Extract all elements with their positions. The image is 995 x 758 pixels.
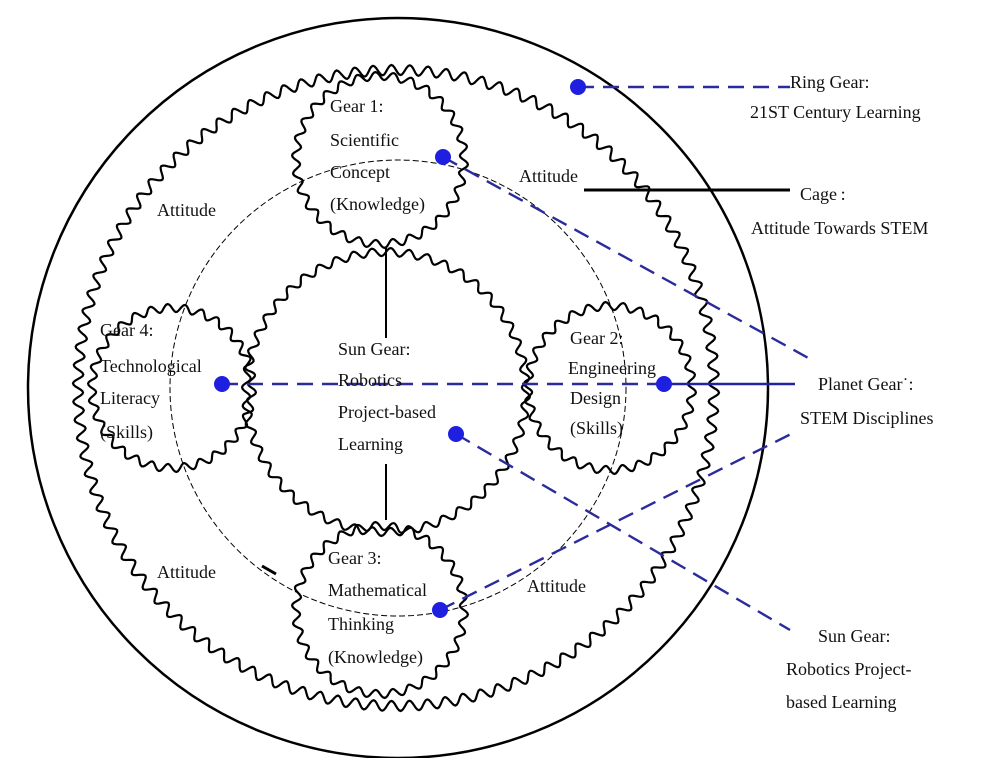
ring-gear: [71, 63, 721, 713]
gear-2: [522, 300, 698, 476]
sun-gear: [240, 246, 532, 538]
attitude-label-top-left: Attitude: [157, 200, 216, 220]
planet-gear-callout: Planet Gear˙: STEM Disciplines: [800, 374, 934, 428]
ring-gear-callout: Ring Gear: 21ST Century Learning: [750, 72, 921, 122]
ring-dot: [570, 79, 586, 95]
attitude-label-top-right: Attitude: [519, 166, 578, 186]
gear-1: [290, 70, 470, 250]
cage-circle: [169, 159, 627, 617]
attitude-label-bottom-left: Attitude: [157, 562, 216, 582]
gear1-label: Gear 1: Scientific Concept (Knowledge): [330, 96, 425, 215]
gear-4: [86, 302, 258, 474]
sun-gear-label: Sun Gear: Robotics Project-based Learnin…: [338, 339, 440, 454]
gear1-dot: [435, 149, 451, 165]
outer-circle: [26, 16, 770, 758]
sun-gear-callout: Sun Gear: Robotics Project- based Learni…: [786, 626, 916, 712]
attitude-label-bottom-right: Attitude: [527, 576, 586, 596]
gear4-label: Gear 4: Technological Literacy (Skills): [100, 320, 206, 443]
sun-dot: [448, 426, 464, 442]
gear2-label: Gear 2: Engineering Design (Skills): [568, 328, 660, 439]
gear4-dot: [214, 376, 230, 392]
gear3-label: Gear 3: Mathematical Thinking (Knowledge…: [328, 548, 431, 668]
cage-callout: Cage : Attitude Towards STEM: [751, 184, 928, 238]
gear1-connector: [442, 155, 813, 362]
sun-connector: [455, 432, 791, 632]
gear3-connector: [439, 430, 796, 612]
gear2-dot: [656, 376, 672, 392]
short-mark: [261, 564, 277, 576]
gear3-dot: [432, 602, 448, 618]
gear-3: [290, 520, 470, 700]
